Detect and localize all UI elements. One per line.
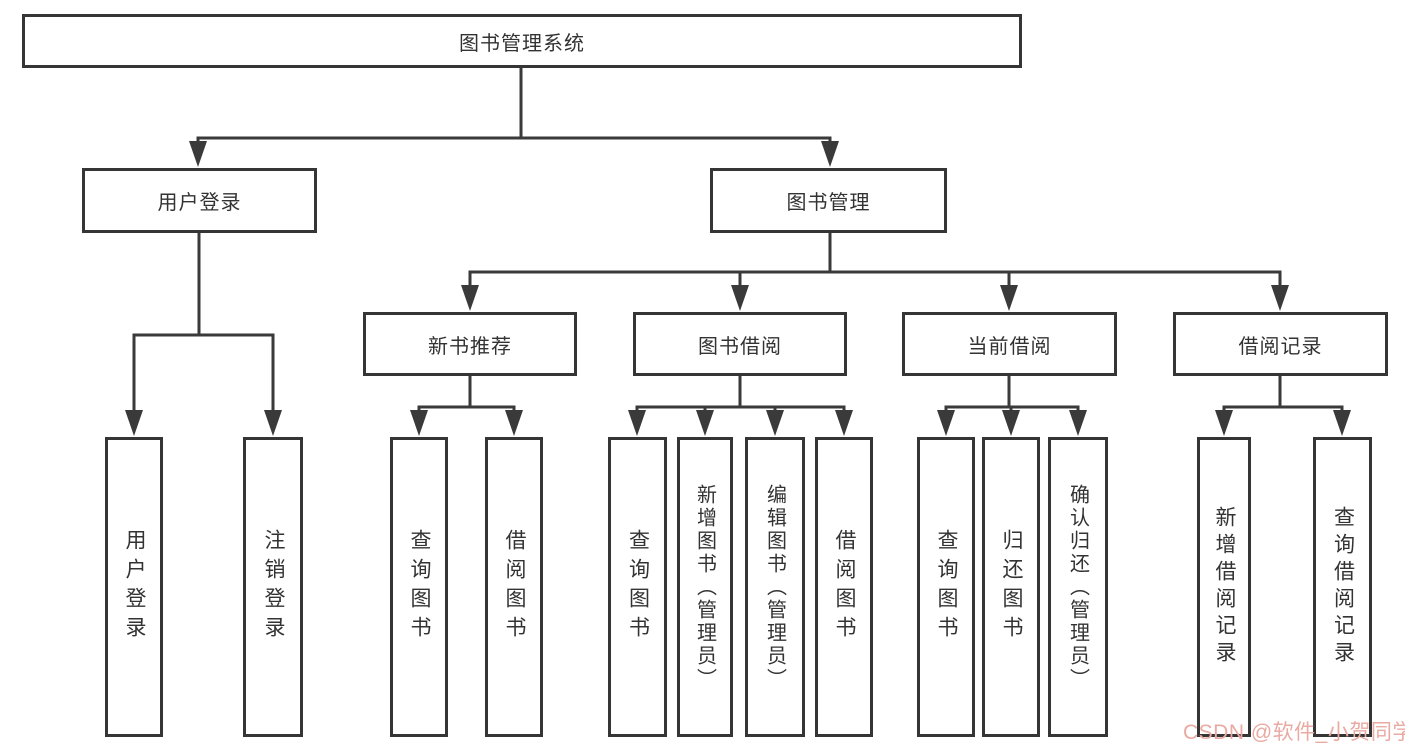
leaf-borrow-book-recommend: 借阅图书 [485, 437, 543, 737]
leaf-query-borrow-record: 查询借阅记录 [1313, 437, 1372, 737]
connector-new-book-to-leaves [417, 376, 516, 420]
connector-user-login-to-leaves [132, 233, 275, 420]
node-new-book-recommend: 新书推荐 [363, 312, 577, 376]
arrowheads [125, 141, 1351, 436]
node-book-borrowing: 图书借阅 [633, 312, 847, 376]
node-book-management: 图书管理 [710, 168, 947, 233]
leaf-add-borrow-record: 新增借阅记录 [1197, 437, 1251, 737]
leaf-query-book-recommend-label: 查询图书 [408, 529, 431, 645]
leaf-return-book: 归还图书 [982, 437, 1040, 737]
leaf-confirm-return-admin: 确认归还（管理员） [1048, 437, 1108, 737]
connector-root-to-level2 [196, 68, 832, 150]
node-borrowing-records: 借阅记录 [1173, 312, 1388, 376]
node-borrowing-records-label: 借阅记录 [1238, 335, 1323, 358]
leaf-query-book-recommend: 查询图书 [390, 437, 448, 737]
node-user-login-label: 用户登录 [157, 192, 242, 214]
leaf-confirm-return-admin-label: 确认归还（管理员） [1066, 483, 1089, 691]
node-current-borrowing: 当前借阅 [902, 312, 1117, 376]
leaf-query-book-borrowing: 查询图书 [608, 437, 667, 737]
leaf-query-book-borrowing-label: 查询图书 [626, 529, 650, 645]
leaf-add-book-admin-label: 新增图书（管理员） [693, 483, 716, 691]
leaf-user-login-label: 用户登录 [123, 529, 146, 645]
node-user-login: 用户登录 [82, 168, 317, 233]
node-current-borrowing-label: 当前借阅 [967, 335, 1052, 358]
node-book-management-label: 图书管理 [786, 192, 871, 214]
leaf-query-book-current-label: 查询图书 [935, 529, 958, 645]
leaf-logout-label: 注销登录 [262, 529, 285, 645]
leaf-edit-book-admin-label: 编辑图书（管理员） [763, 483, 786, 691]
leaf-borrow-book: 借阅图书 [815, 437, 873, 737]
connector-borrow-record-to-leaves [1222, 376, 1344, 420]
node-book-borrowing-label: 图书借阅 [698, 335, 782, 358]
node-root-system: 图书管理系统 [22, 14, 1022, 68]
node-root-system-label: 图书管理系统 [459, 32, 585, 55]
leaf-add-book-admin: 新增图书（管理员） [677, 437, 733, 737]
leaf-user-login: 用户登录 [105, 437, 163, 737]
leaf-logout: 注销登录 [243, 437, 303, 737]
leaf-query-book-current: 查询图书 [917, 437, 975, 737]
connector-book-borrow-to-leaves [635, 376, 846, 420]
node-new-book-recommend-label: 新书推荐 [428, 335, 512, 358]
leaf-return-book-label: 归还图书 [1000, 529, 1023, 645]
leaf-add-borrow-record-label: 新增借阅记录 [1213, 506, 1236, 668]
leaf-borrow-book-recommend-label: 借阅图书 [503, 529, 526, 645]
csdn-watermark: CSDN @软件_小贺同学 [1183, 721, 1405, 744]
leaf-query-borrow-record-label: 查询借阅记录 [1331, 506, 1355, 668]
leaf-borrow-book-label: 借阅图书 [833, 529, 856, 645]
connector-book-mgmt-to-level3 [468, 233, 1282, 294]
leaf-edit-book-admin: 编辑图书（管理员） [745, 437, 805, 737]
